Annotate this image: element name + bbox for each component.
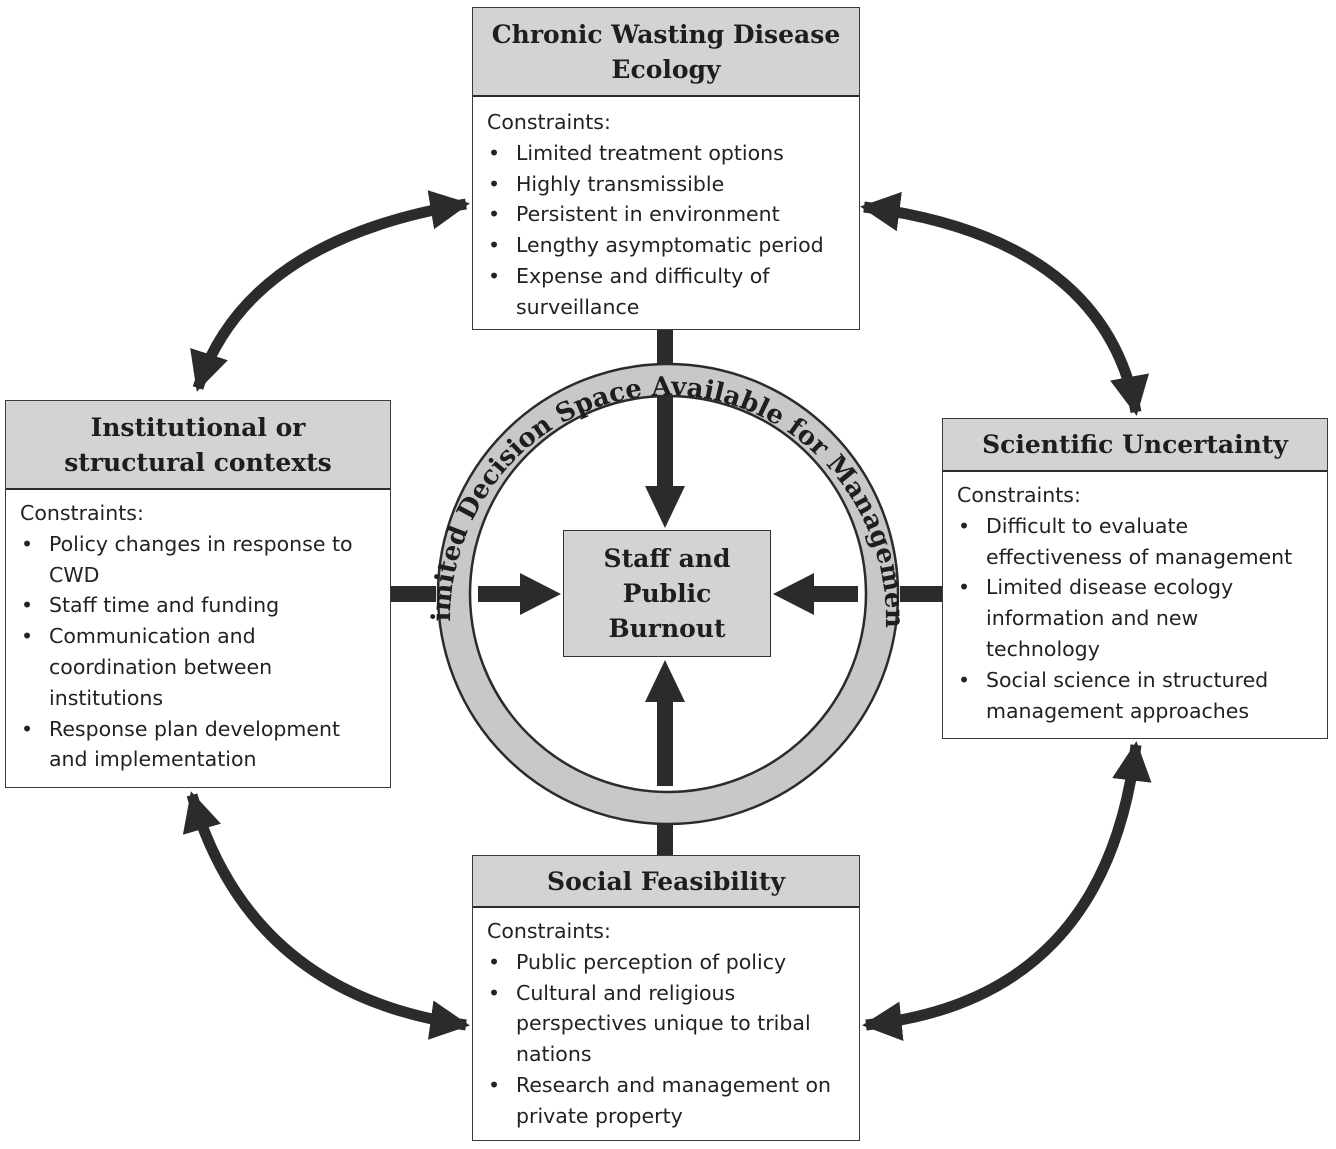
constraint-item: • Policy changes in response to CWD <box>20 529 380 591</box>
bullet-icon: • <box>488 980 501 1005</box>
constraint-item: • Social science in structured management… <box>957 665 1317 727</box>
social-box: Social Feasibility Constraints: • Public … <box>472 855 860 1141</box>
arrow-bottom-left <box>182 791 470 1040</box>
arrow-bottom-right <box>862 741 1152 1041</box>
constraint-text: Staff time and funding <box>49 593 280 618</box>
institutional-title: Institutional or structural contexts <box>6 401 390 490</box>
ecology-box: Chronic Wasting Disease Ecology Constrai… <box>472 7 860 330</box>
constraint-item: • Highly transmissible <box>487 169 849 200</box>
bullet-icon: • <box>488 140 501 165</box>
constraint-item: • Difficult to evaluate effectiveness of … <box>957 511 1317 573</box>
right-connector <box>900 586 944 602</box>
constraint-item: • Lengthy asymptomatic period <box>487 230 849 261</box>
bullet-icon: • <box>488 263 501 288</box>
constraint-item: • Public perception of policy <box>487 947 849 978</box>
arrow-up-to-core <box>645 660 685 702</box>
bullet-icon: • <box>488 202 501 227</box>
constraints-label: Constraints: <box>487 110 611 134</box>
constraint-item: • Limited disease ecology information and… <box>957 572 1317 664</box>
scientific-box: Scientific Uncertainty Constraints: • Dif… <box>942 418 1328 739</box>
constraints-label: Constraints: <box>957 483 1081 507</box>
institutional-constraints: Constraints: • Policy changes in response… <box>6 490 390 775</box>
constraint-text: Social science in structured management … <box>986 667 1269 723</box>
scientific-title: Scientific Uncertainty <box>943 419 1327 472</box>
constraint-text: Highly transmissible <box>516 171 725 196</box>
social-title: Social Feasibility <box>473 856 859 908</box>
bullet-icon: • <box>21 624 34 649</box>
constraint-item: • Response plan development and implement… <box>20 714 380 776</box>
bullet-icon: • <box>21 716 34 741</box>
constraint-item: • Cultural and religious perspectives uni… <box>487 978 849 1070</box>
cycle-arrows <box>182 190 1152 1041</box>
bullet-icon: • <box>488 949 501 974</box>
burnout-label: Staff and Public Burnout <box>603 544 731 643</box>
constraint-item: • Expense and difficulty of surveillance <box>487 261 849 323</box>
constraints-label: Constraints: <box>20 501 144 525</box>
bullet-icon: • <box>488 1072 501 1097</box>
constraint-text: Response plan development and implementa… <box>49 716 340 772</box>
top-connector <box>657 330 673 370</box>
inward-arrows <box>478 396 858 786</box>
constraint-text: Limited treatment options <box>516 140 784 165</box>
bullet-icon: • <box>488 171 501 196</box>
bullet-icon: • <box>21 593 34 618</box>
constraint-text: Public perception of policy <box>516 949 787 974</box>
constraint-item: • Limited treatment options <box>487 138 849 169</box>
arrow-right-to-core <box>520 573 561 615</box>
arrow-left-to-core <box>773 573 814 615</box>
scientific-constraints: Constraints: • Difficult to evaluate effe… <box>943 472 1327 726</box>
constraint-list: • Limited treatment options • Highly transm… <box>487 138 849 323</box>
constraints-label: Constraints: <box>487 919 611 943</box>
constraint-text: Research and management on private prope… <box>516 1072 832 1128</box>
arrow-top-left <box>190 190 470 392</box>
social-constraints: Constraints: • Public perception of polic… <box>473 908 859 1132</box>
constraint-text: Communication and coordination between i… <box>49 624 273 710</box>
arrow-top-right <box>860 191 1150 416</box>
constraint-text: Policy changes in response to CWD <box>49 531 353 587</box>
burnout-box: Staff and Public Burnout <box>563 530 771 657</box>
bullet-icon: • <box>488 233 501 258</box>
ecology-title: Chronic Wasting Disease Ecology <box>473 8 859 97</box>
constraint-text: Persistent in environment <box>516 202 780 227</box>
constraint-text: Cultural and religious perspectives uniq… <box>516 980 811 1067</box>
institutional-box: Institutional or structural contexts Con… <box>5 400 391 788</box>
constraint-list: • Policy changes in response to CWD • Staff… <box>20 529 380 775</box>
constraint-item: • Research and management on private prop… <box>487 1070 849 1132</box>
bullet-icon: • <box>958 513 971 538</box>
left-connector <box>390 586 436 602</box>
bullet-icon: • <box>21 531 34 556</box>
constraint-list: • Difficult to evaluate effectiveness of … <box>957 511 1317 727</box>
bullet-icon: • <box>958 667 971 692</box>
constraint-text: Lengthy asymptomatic period <box>516 233 824 258</box>
constraint-list: • Public perception of policy • Cultural an… <box>487 947 849 1132</box>
constraint-item: • Persistent in environment <box>487 199 849 230</box>
arrow-down-to-core <box>645 486 685 528</box>
constraint-item: • Communication and coordination between … <box>20 621 380 713</box>
ecology-constraints: Constraints: •Limited treatment options•… <box>473 97 859 323</box>
constraint-text: Difficult to evaluate effectiveness of m… <box>986 513 1293 569</box>
bottom-connector <box>657 818 673 858</box>
constraint-text: Limited disease ecology information and … <box>986 575 1234 661</box>
bullet-icon: • <box>958 575 971 600</box>
constraint-text: Expense and difficulty of surveillance <box>516 263 770 319</box>
constraint-item: • Staff time and funding <box>20 590 380 621</box>
